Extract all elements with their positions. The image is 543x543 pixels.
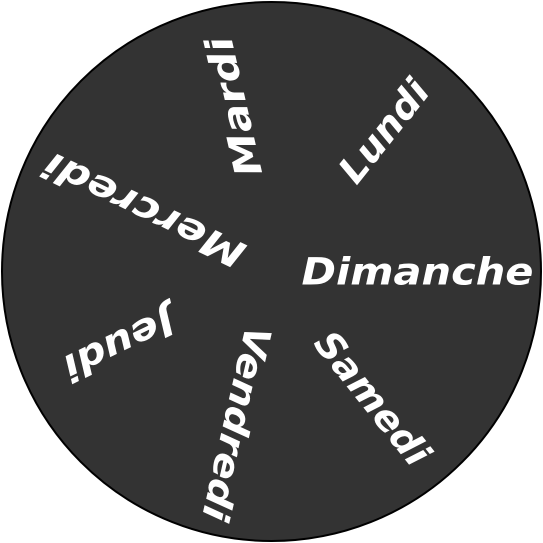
day-label-dimanche: Dimanche: [302, 251, 534, 294]
